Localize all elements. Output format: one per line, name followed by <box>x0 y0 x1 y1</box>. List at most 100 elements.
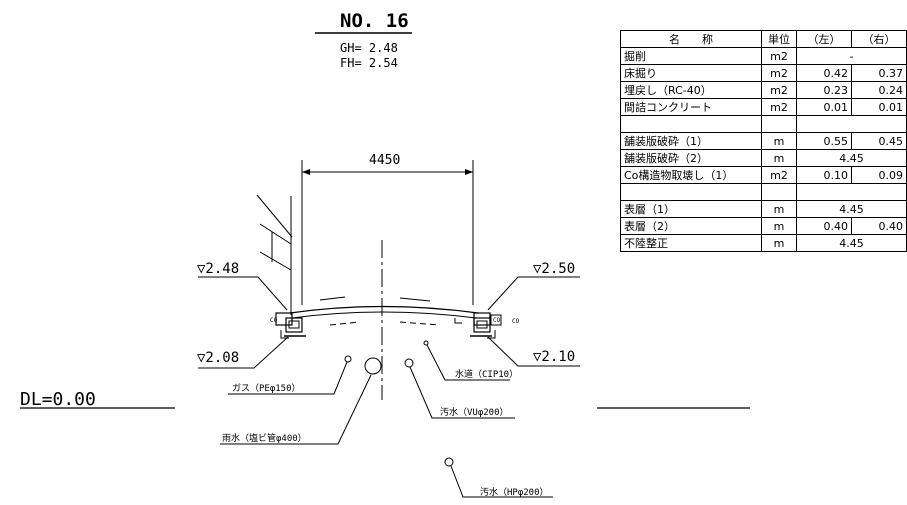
right-gutter-channel <box>476 320 488 329</box>
left-gutter-block <box>285 317 303 333</box>
level-right-bottom: ▽2.10 <box>533 349 575 365</box>
ground-height: GH= 2.48 <box>340 41 398 55</box>
row-right-value: 0.24 <box>851 81 907 99</box>
table-row-blank <box>620 115 907 133</box>
storm-leader <box>220 374 372 445</box>
crown-mark-1 <box>319 296 346 301</box>
row-name: 舗装版破砕（1） <box>620 132 762 150</box>
pavement-base <box>291 311 477 319</box>
row-name: 舗装版破砕（2） <box>620 149 762 167</box>
dim-arrow-left <box>302 169 310 175</box>
row-left-value: 0.10 <box>796 166 852 184</box>
water-leader <box>426 344 510 381</box>
row-name: 床掘り <box>620 64 762 82</box>
left-gutter-channel <box>288 320 300 329</box>
col-unit-header: 単位 <box>761 30 797 48</box>
row-name: 表層（1） <box>620 200 762 218</box>
row-right-value: 0.37 <box>851 64 907 82</box>
row-name: 表層（2） <box>620 217 762 235</box>
road-surface <box>289 305 479 314</box>
gas-label: ガス（PEφ150） <box>232 383 301 394</box>
right-small-bracket <box>454 318 462 324</box>
row-merged-value: 4.45 <box>796 149 907 167</box>
row-unit: m2 <box>761 166 797 184</box>
right-curb <box>490 314 502 326</box>
row-unit: m2 <box>761 47 797 65</box>
table-row: 不陸整正 m 4.45 <box>620 234 907 252</box>
row-unit: m2 <box>761 81 797 99</box>
row-unit: m2 <box>761 64 797 82</box>
col-right-header: （右） <box>851 30 907 48</box>
row-unit: m <box>761 217 797 235</box>
sewer-pipe-vu <box>404 358 414 368</box>
row-unit: m <box>761 200 797 218</box>
row-name: 間詰コンクリート <box>620 98 762 116</box>
table-row: 表層（2） m 0.40 0.40 <box>620 217 907 235</box>
left-gutter <box>275 312 293 326</box>
table-row: Co構造物取壊し（1） m2 0.10 0.09 <box>620 166 907 184</box>
table-row: 表層（1） m 4.45 <box>620 200 907 218</box>
sewer-hp-label: 汚水（HPφ200） <box>480 486 549 498</box>
table-row: 埋戻し（RC-40） m2 0.23 0.24 <box>620 81 907 99</box>
table-row: 掘削 m2 - <box>620 47 907 65</box>
co-mark-right-1: CO <box>493 317 501 324</box>
row-right-value: 0.40 <box>851 217 907 235</box>
leader-left-top <box>198 276 288 311</box>
row-name: Co構造物取壊し（1） <box>620 166 762 184</box>
row-unit: m <box>761 234 797 252</box>
row-right-value: 0.01 <box>851 98 907 116</box>
sewer-vu-label: 汚水（VUφ200） <box>440 406 509 418</box>
level-left-top: ▽2.48 <box>197 261 239 277</box>
table-row: 間詰コンクリート m2 0.01 0.01 <box>620 98 907 116</box>
row-name: 掘削 <box>620 47 762 65</box>
row-unit: m <box>761 149 797 167</box>
excavation-line-1 <box>329 321 361 326</box>
row-left-value: 0.40 <box>796 217 852 235</box>
datum-level: DL=0.00 <box>20 389 96 410</box>
water-label: 水道（CIP10） <box>455 368 518 380</box>
sewer-vu-leader <box>409 366 515 419</box>
co-mark-right-2: CO <box>512 318 520 325</box>
row-unit: m2 <box>761 98 797 116</box>
table-header-row: 名 称 単位 （左） （右） <box>620 30 907 48</box>
crown-mark-2 <box>399 297 431 302</box>
leader-right-top <box>487 276 580 311</box>
gas-leader <box>228 361 348 395</box>
water-pipe <box>423 340 429 346</box>
storm-label: 雨水（塩ビ管φ400） <box>222 432 307 444</box>
finish-height: FH= 2.54 <box>340 56 398 70</box>
row-merged-value: 4.45 <box>796 234 907 252</box>
row-name: 不陸整正 <box>620 234 762 252</box>
row-merged-value: - <box>796 47 907 65</box>
table-row: 舗装版破砕（1） m 0.55 0.45 <box>620 132 907 150</box>
row-merged-value: 4.45 <box>796 200 907 218</box>
dim-arrow-right <box>465 169 473 175</box>
row-left-value: 0.23 <box>796 81 852 99</box>
co-mark-left: CO <box>270 317 278 324</box>
slope-line-1 <box>256 194 293 238</box>
gas-pipe <box>344 355 352 363</box>
road-width-dim: 4450 <box>369 153 400 168</box>
level-right-top: ▽2.50 <box>533 261 575 277</box>
row-right-value: 0.09 <box>851 166 907 184</box>
quantity-table: 名 称 単位 （左） （右） 掘削 m2 - 床掘り m2 0.42 0.37 … <box>620 30 907 252</box>
leader-right-bottom <box>487 336 580 367</box>
excavation-line-2 <box>399 321 441 326</box>
right-gutter-block <box>473 317 491 333</box>
row-unit: m <box>761 132 797 150</box>
sewer-hp-leader <box>450 465 553 498</box>
sewer-pipe-hp <box>444 457 454 467</box>
row-left-value: 0.01 <box>796 98 852 116</box>
level-left-bottom: ▽2.08 <box>197 350 239 366</box>
row-left-value: 0.55 <box>796 132 852 150</box>
table-row: 舗装版破砕（2） m 4.45 <box>620 149 907 167</box>
right-gutter <box>473 312 491 326</box>
storm-pipe <box>364 357 382 375</box>
table-row: 床掘り m2 0.42 0.37 <box>620 64 907 82</box>
slope-line-4 <box>259 251 292 271</box>
row-right-value: 0.45 <box>851 132 907 150</box>
col-left-header: （左） <box>796 30 852 48</box>
row-name: 埋戻し（RC-40） <box>620 81 762 99</box>
slope-line-3 <box>259 223 292 245</box>
